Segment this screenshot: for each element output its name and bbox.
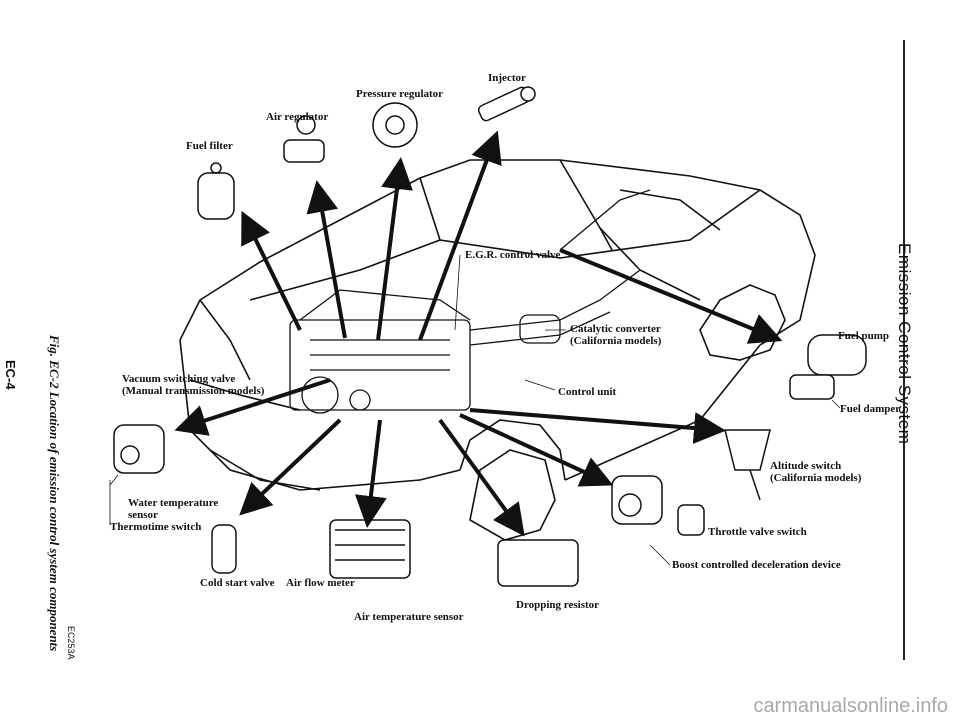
callout-arrows (174, 130, 783, 537)
leader-lines (109, 254, 841, 566)
dropping-resistor-icon (497, 539, 579, 587)
cold-start-valve-icon (211, 524, 237, 574)
fuel-filter-icon (197, 162, 235, 220)
component-icons (113, 86, 867, 587)
label-cold-start-valve: Cold start valve (200, 577, 275, 589)
label-altitude-switch: Altitude switch (California models) (770, 460, 862, 484)
label-dropping-resistor: Dropping resistor (516, 599, 600, 611)
label-boost-controlled-deceleration-device: Boost controlled deceleration device (672, 559, 841, 571)
figure-caption: Fig. EC-2 Location of emission control s… (47, 335, 62, 652)
vacuum-valve-icon (113, 424, 165, 474)
label-throttle-valve-switch: Throttle valve switch (708, 526, 807, 538)
air-regulator-icon (283, 115, 325, 163)
page-number: EC-4 (3, 360, 18, 390)
label-control-unit: Control unit (558, 386, 617, 398)
margin-rule (903, 40, 905, 660)
label-catalytic-converter: Catalytic converter (California models) (570, 323, 662, 347)
figure-code: EC253A (66, 626, 76, 660)
label-thermotime-switch: Thermotime switch (110, 521, 202, 533)
watermark: carmanualsonline.info (753, 695, 948, 717)
label-egr-control-valve: E.G.R. control valve (465, 249, 561, 261)
label-water-temperature-sensor: Water temperature sensor (128, 497, 219, 521)
injector-icon (477, 86, 536, 122)
altitude-switch-icon (724, 429, 771, 501)
fuel-pump-icon (789, 334, 867, 400)
label-air-temperature-sensor: Air temperature sensor (354, 611, 464, 623)
label-air-regulator: Air regulator (266, 111, 329, 123)
throttle-switch-icon (677, 504, 705, 536)
engine-assembly (289, 189, 651, 414)
label-fuel-filter: Fuel filter (186, 140, 233, 152)
air-flow-meter-icon (329, 519, 411, 579)
label-fuel-damper: Fuel damper (840, 403, 901, 415)
section-title: Emission Control System (895, 243, 914, 445)
label-pressure-regulator: Pressure regulator (356, 88, 444, 100)
label-fuel-pump: Fuel pump (838, 330, 890, 342)
label-air-flow-meter: Air flow meter (286, 577, 355, 589)
label-injector: Injector (488, 72, 526, 84)
throttle-valve-icon (611, 475, 663, 525)
pressure-regulator-icon (372, 102, 418, 148)
label-vacuum-switching-valve: Vacuum switching valve (Manual transmiss… (122, 373, 265, 397)
